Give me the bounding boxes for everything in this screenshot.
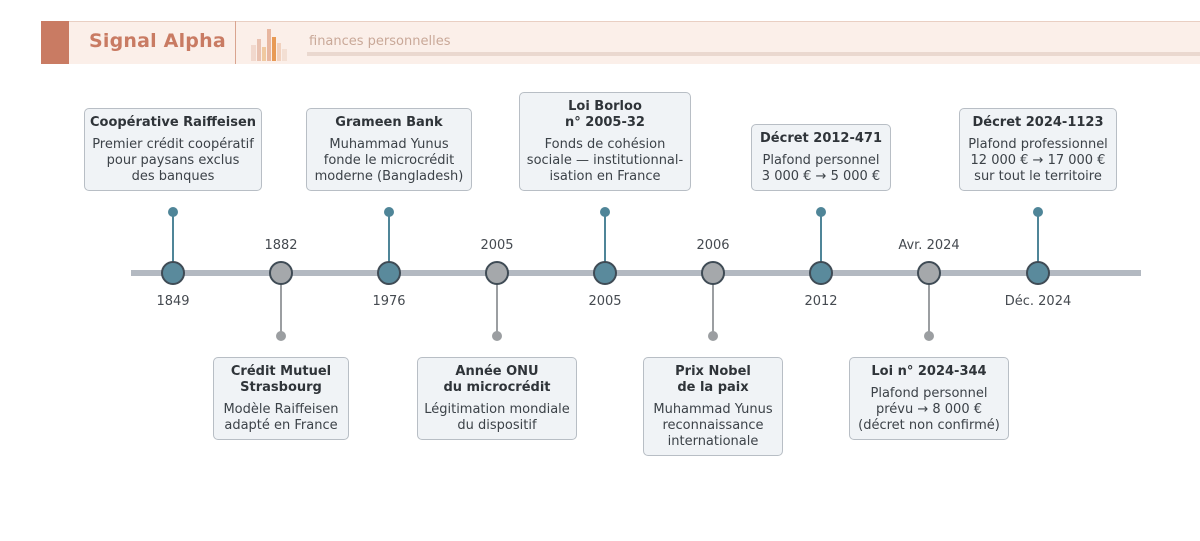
timeline-node <box>269 261 293 285</box>
timeline-node <box>485 261 509 285</box>
event-stem <box>820 212 822 273</box>
tagline: finances personnelles <box>309 34 451 49</box>
event-connector-dot <box>168 207 178 217</box>
event-connector-dot <box>492 331 502 341</box>
event-date: 2005 <box>588 294 622 309</box>
event-date: 1976 <box>372 294 406 309</box>
event-connector-dot <box>384 207 394 217</box>
event-title: Décret 2024-1123 <box>972 115 1104 130</box>
timeline-node <box>809 261 833 285</box>
event-stem <box>604 212 606 273</box>
event-date: Déc. 2024 <box>1004 294 1072 309</box>
timeline-node <box>701 261 725 285</box>
timeline-node <box>917 261 941 285</box>
event-date: 1849 <box>156 294 190 309</box>
event-date: 2006 <box>696 238 730 253</box>
event-date: 2012 <box>804 294 838 309</box>
event-stem <box>388 212 390 273</box>
event-connector-dot <box>924 331 934 341</box>
event-title: Loi n° 2024-344 <box>871 364 987 379</box>
timeline-node <box>161 261 185 285</box>
timeline-node <box>593 261 617 285</box>
header-banner: Signal Alpha finances personnelles <box>41 21 1200 64</box>
brand-name: Signal Alpha <box>89 30 226 52</box>
event-stem <box>712 273 714 336</box>
header-top-line <box>41 21 1200 22</box>
event-connector-dot <box>600 207 610 217</box>
event-title: Grameen Bank <box>335 115 443 130</box>
event-stem <box>280 273 282 336</box>
event-title: Décret 2012-471 <box>760 131 882 146</box>
event-connector-dot <box>708 331 718 341</box>
header-rule <box>307 52 1200 56</box>
event-connector-dot <box>816 207 826 217</box>
event-stem <box>496 273 498 336</box>
header-accent-block <box>41 21 69 64</box>
timeline-node <box>1026 261 1050 285</box>
timeline-node <box>377 261 401 285</box>
event-date: Avr. 2024 <box>898 238 960 253</box>
event-stem <box>172 212 174 273</box>
header-divider <box>235 21 236 64</box>
event-stem <box>928 273 930 336</box>
event-date: 1882 <box>264 238 298 253</box>
timeline-axis <box>131 270 1141 276</box>
event-stem <box>1037 212 1039 273</box>
event-connector-dot <box>276 331 286 341</box>
event-connector-dot <box>1033 207 1043 217</box>
event-title: Coopérative Raiffeisen <box>89 115 257 130</box>
event-date: 2005 <box>480 238 514 253</box>
bar-chart-logo-icon <box>251 29 287 61</box>
